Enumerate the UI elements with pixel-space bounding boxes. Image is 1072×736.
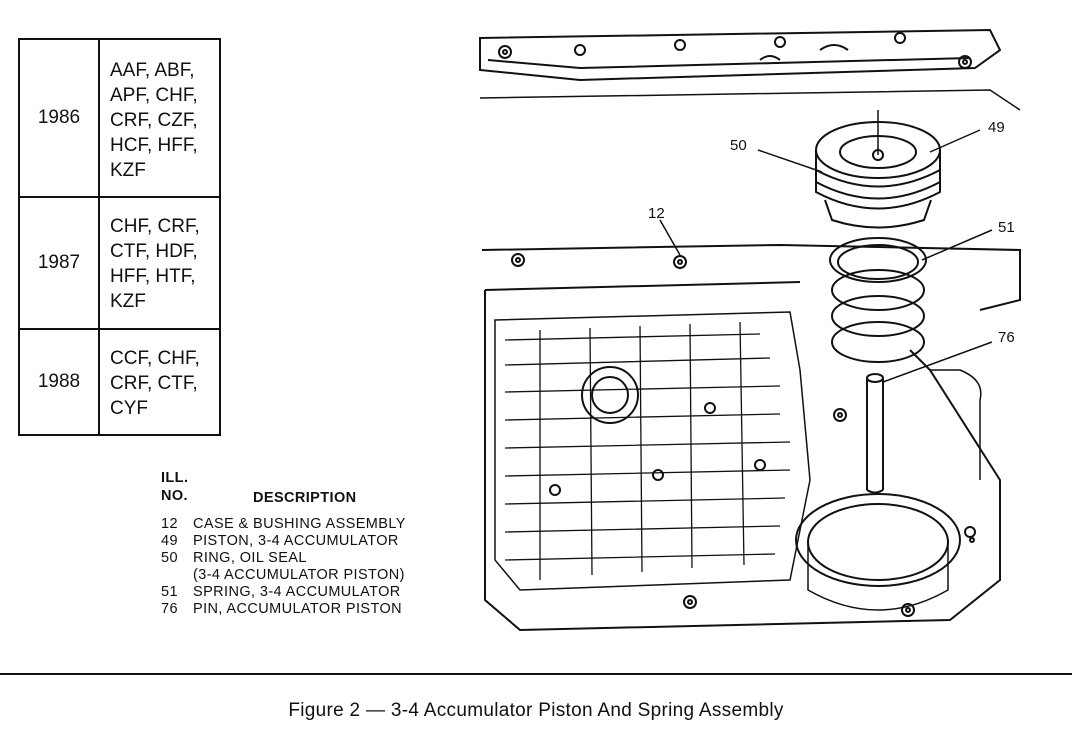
callout-49: 49 (988, 119, 1005, 136)
model-line: APF, CHF, (110, 85, 198, 106)
transmission-case (481, 243, 1021, 632)
legend-item: 76 PIN, ACCUMULATOR PISTON (161, 601, 402, 617)
callout-12: 12 (648, 205, 665, 222)
legend-item: 51 SPRING, 3-4 ACCUMULATOR (161, 584, 401, 600)
legend-description: (3-4 ACCUMULATOR PISTON) (193, 567, 405, 583)
caption-divider (0, 673, 1072, 675)
model-line: AAF, ABF, (110, 60, 195, 81)
callout-leaders (659, 129, 993, 383)
legend-header-ill: ILL. (161, 470, 189, 486)
legend-number: 12 (161, 516, 178, 532)
models-cell: CCF, CHF, CRF, CTF, CYF (100, 330, 219, 434)
model-line: CRF, CTF, (110, 373, 198, 394)
legend-description: CASE & BUSHING ASSEMBLY (193, 516, 406, 532)
legend-description: RING, OIL SEAL (193, 550, 307, 566)
model-line: CHF, CRF, (110, 216, 200, 237)
model-line: HCF, HFF, (110, 135, 198, 156)
year-cell: 1988 (20, 330, 100, 434)
table-row: 1987 CHF, CRF, CTF, HDF, HFF, HTF, KZF (20, 198, 219, 330)
legend-item: 12 CASE & BUSHING ASSEMBLY (161, 516, 406, 532)
legend-header-no: NO. (161, 488, 188, 504)
legend-item: (3-4 ACCUMULATOR PISTON) (161, 567, 405, 583)
table-row: 1986 AAF, ABF, APF, CHF, CRF, CZF, HCF, … (20, 40, 219, 198)
legend-header-description: DESCRIPTION (253, 490, 357, 506)
legend-number: 50 (161, 550, 178, 566)
year-cell: 1987 (20, 198, 100, 328)
model-line: CCF, CHF, (110, 348, 200, 369)
legend-number (161, 567, 193, 583)
model-line: CRF, CZF, (110, 110, 198, 131)
year-model-table: 1986 AAF, ABF, APF, CHF, CRF, CZF, HCF, … (18, 38, 221, 436)
model-line: KZF (110, 160, 146, 181)
accumulator-assembly-illustration: 50 49 12 51 76 (479, 28, 1021, 632)
model-line: CTF, HDF, (110, 241, 198, 262)
top-gasket-plate (479, 28, 1021, 111)
legend-number: 49 (161, 533, 178, 549)
legend-item: 49 PISTON, 3-4 ACCUMULATOR (161, 533, 399, 549)
legend-description: PIN, ACCUMULATOR PISTON (193, 601, 403, 617)
year-cell: 1986 (20, 40, 100, 196)
models-cell: CHF, CRF, CTF, HDF, HFF, HTF, KZF (100, 198, 219, 328)
callout-51: 51 (998, 219, 1015, 236)
accumulator-piston (815, 110, 941, 229)
legend-description: SPRING, 3-4 ACCUMULATOR (193, 584, 401, 600)
callout-76: 76 (998, 329, 1015, 346)
legend-number: 51 (161, 584, 178, 600)
figure-caption: Figure 2 — 3-4 Accumulator Piston And Sp… (288, 700, 784, 721)
accumulator-spring (829, 237, 927, 363)
table-row: 1988 CCF, CHF, CRF, CTF, CYF (20, 330, 219, 434)
legend-item: 50 RING, OIL SEAL (161, 550, 307, 566)
model-line: CYF (110, 398, 148, 419)
legend-number: 76 (161, 601, 178, 617)
callout-50: 50 (730, 137, 747, 154)
model-line: HFF, HTF, (110, 266, 196, 287)
models-cell: AAF, ABF, APF, CHF, CRF, CZF, HCF, HFF, … (100, 40, 219, 196)
legend-description: PISTON, 3-4 ACCUMULATOR (193, 533, 399, 549)
model-line: KZF (110, 291, 146, 312)
accumulator-pin (866, 373, 884, 494)
